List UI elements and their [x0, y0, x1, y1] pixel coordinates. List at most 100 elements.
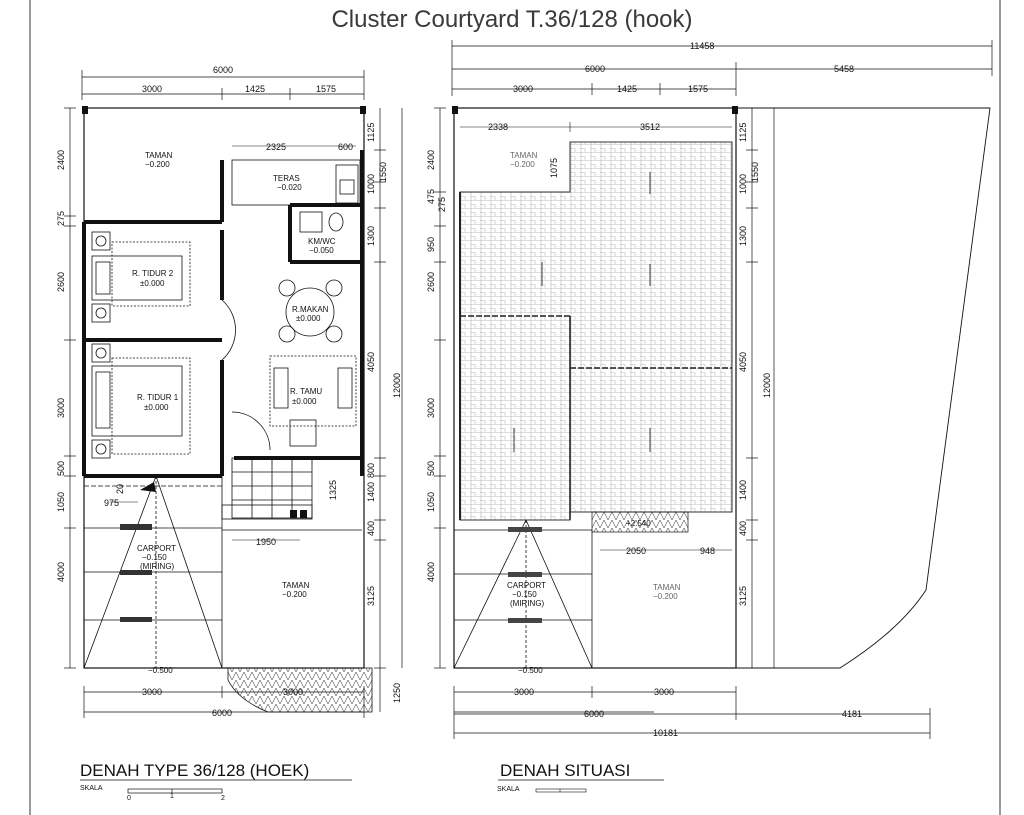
- dim-left-v1: 2400: [56, 150, 66, 170]
- dim-left-r8: 400: [366, 521, 376, 536]
- left-carport-level: −0.150: [142, 553, 167, 562]
- teras-label: TERAS: [273, 174, 300, 183]
- dim-left-v6: 1050: [56, 492, 66, 512]
- dim-left-v5: 500: [56, 461, 66, 476]
- right-taman-bottom-label: TAMAN: [653, 583, 681, 592]
- dim-left-r5: 4050: [366, 352, 376, 372]
- dim-right-r4: 1300: [738, 226, 748, 246]
- dim-left-r2: 1550: [378, 162, 388, 182]
- dim-left-r6: 800: [366, 463, 376, 478]
- dim-right-top-a: 3000: [513, 84, 533, 94]
- right-plan-heading: DENAH SITUASI: [500, 761, 630, 780]
- dim-left-r4: 1300: [366, 226, 376, 246]
- left-skala-label: SKALA: [80, 785, 103, 792]
- dim-left-total-h: 12000: [392, 373, 402, 398]
- dim-right-r3: 1000: [738, 174, 748, 194]
- dim-right-mid-b: 948: [700, 546, 715, 556]
- right-site-boundary: [453, 107, 737, 669]
- hook-lot-boundary: [736, 107, 991, 669]
- dim-right-mid-a: 2050: [626, 546, 646, 556]
- dim-right-bottom-total: 6000: [584, 709, 604, 719]
- left-road-level: −0.500: [148, 666, 173, 675]
- dim-left-975: 975: [104, 498, 119, 508]
- kmwc-level: −0.050: [309, 246, 334, 255]
- dim-right-v9: 4000: [426, 562, 436, 582]
- left-taman-top-label: TAMAN: [145, 151, 173, 160]
- tidur1-level: ±0.000: [144, 403, 169, 412]
- right-road-level: −0.500: [518, 666, 543, 675]
- dim-left-bottom-a: 3000: [142, 687, 162, 697]
- roof-level-label: +2.540: [626, 519, 651, 528]
- kmwc-label: KM/WC: [308, 237, 336, 246]
- right-carport-note: (MIRING): [510, 599, 545, 608]
- dim-right-v8: 1050: [426, 492, 436, 512]
- right-taman-bottom-level: −0.200: [653, 592, 678, 601]
- roof-parapet: [591, 511, 689, 533]
- dim-right-1075: 1075: [549, 158, 559, 178]
- right-scale-bar: [535, 788, 587, 793]
- dim-right-total-h: 12000: [762, 373, 772, 398]
- living-sofa: [269, 355, 357, 447]
- dim-right-top-c: 1575: [688, 84, 708, 94]
- right-skala-label: SKALA: [497, 786, 520, 793]
- tamu-label: R. TAMU: [290, 387, 322, 396]
- teras-level: −0.020: [277, 183, 302, 192]
- makan-label: R.MAKAN: [292, 305, 329, 314]
- dim-left-v2: 275: [56, 211, 66, 226]
- dim-left-bottom-b: 3000: [283, 687, 303, 697]
- dim-left-top-b: 1425: [245, 84, 265, 94]
- dim-right-bottom-overall: 10181: [653, 728, 678, 738]
- dim-left-r10: 1250: [392, 683, 402, 703]
- left-plan-heading: DENAH TYPE 36/128 (HOEK): [80, 761, 309, 780]
- left-top-dimensions: [81, 70, 365, 100]
- dim-left-r7: 1400: [366, 482, 376, 502]
- dim-right-r7: 400: [738, 521, 748, 536]
- makan-level: ±0.000: [296, 314, 321, 323]
- dim-left-v3: 2600: [56, 272, 66, 292]
- dining-table: [278, 279, 343, 343]
- left-taman-bottom-label: TAMAN: [282, 581, 310, 590]
- dim-right-v2: 475: [426, 189, 436, 204]
- dim-left-20: 20: [115, 484, 125, 494]
- dim-left-v7: 4000: [56, 562, 66, 582]
- dim-right-top-total: 6000: [585, 64, 605, 74]
- dim-left-top-c: 1575: [316, 84, 336, 94]
- dim-right-top-b: 1425: [617, 84, 637, 94]
- dim-right-v7: 500: [426, 461, 436, 476]
- bedroom-2: [91, 231, 191, 323]
- right-taman-top-level: −0.200: [510, 160, 535, 169]
- bedroom-1: [91, 343, 191, 459]
- left-taman-top-level: −0.200: [145, 160, 170, 169]
- drawing-title: Cluster Courtyard T.36/128 (hook): [331, 6, 693, 33]
- dim-left-r1: 1125: [366, 123, 376, 142]
- dim-right-v4: 950: [426, 237, 436, 252]
- dim-left-bottom-total: 6000: [212, 708, 232, 718]
- right-carport-label: CARPORT: [507, 581, 546, 590]
- left-taman-bottom-level: −0.200: [282, 590, 307, 599]
- dim-left-inner-a: 2325: [266, 142, 286, 152]
- dim-right-bottom-b: 3000: [654, 687, 674, 697]
- dim-left-v4: 3000: [56, 398, 66, 418]
- dim-right-r2: 1550: [750, 162, 760, 182]
- dim-right-inner-a: 2338: [488, 122, 508, 132]
- left-carport-note: (MIRING): [140, 562, 175, 571]
- left-carport-label: CARPORT: [137, 544, 176, 553]
- dim-right-top-side: 5458: [834, 64, 854, 74]
- dim-right-r6: 1400: [738, 480, 748, 500]
- tidur1-label: R. TIDUR 1: [137, 393, 179, 402]
- dim-left-1325: 1325: [328, 480, 338, 500]
- dim-right-inner-b: 3512: [640, 122, 660, 132]
- left-scale-0: 0: [127, 795, 131, 802]
- dim-left-r9: 3125: [366, 586, 376, 606]
- dim-left-top-a: 3000: [142, 84, 162, 94]
- dim-right-v1: 2400: [426, 150, 436, 170]
- dim-right-v3: 275: [437, 197, 447, 212]
- left-scale-1: 1: [170, 793, 174, 800]
- dim-right-v6: 3000: [426, 398, 436, 418]
- dim-right-r5: 4050: [738, 352, 748, 372]
- right-plan: 11458 6000 5458 3000 1425 1575: [29, 0, 1001, 815]
- dim-right-r1: 1125: [738, 123, 748, 142]
- dim-left-top-total: 6000: [213, 65, 233, 75]
- tidur2-level: ±0.000: [140, 279, 165, 288]
